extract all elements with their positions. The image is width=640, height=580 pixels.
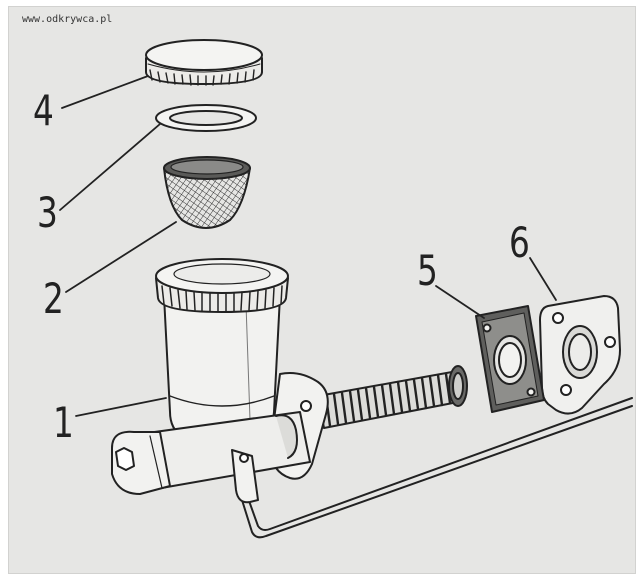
- mesh-filter: [163, 156, 251, 229]
- callout-4: 4: [32, 86, 54, 135]
- reservoir-cap: [145, 39, 263, 86]
- leader-line-3: [59, 123, 161, 211]
- square-gasket: [475, 305, 545, 413]
- leader-line-5: [435, 285, 485, 319]
- callout-2: 2: [42, 274, 64, 323]
- leader-lines: [59, 75, 557, 417]
- leader-line-1: [75, 397, 167, 417]
- sealing-ring: [155, 104, 257, 132]
- leader-line-2: [65, 221, 177, 293]
- mounting-flange: [539, 295, 621, 415]
- drawing-sheet: [8, 6, 636, 574]
- callout-6: 6: [508, 218, 530, 267]
- master-cylinder-body: [111, 258, 329, 504]
- callout-3: 3: [36, 188, 58, 237]
- callout-5: 5: [416, 246, 438, 295]
- callout-1: 1: [52, 398, 74, 447]
- leader-line-6: [529, 257, 557, 301]
- leader-line-4: [61, 75, 149, 109]
- pushrod-spring: [317, 365, 468, 429]
- watermark-text: www.odkrywca.pl: [22, 14, 113, 25]
- hydraulic-pipe: [241, 397, 633, 539]
